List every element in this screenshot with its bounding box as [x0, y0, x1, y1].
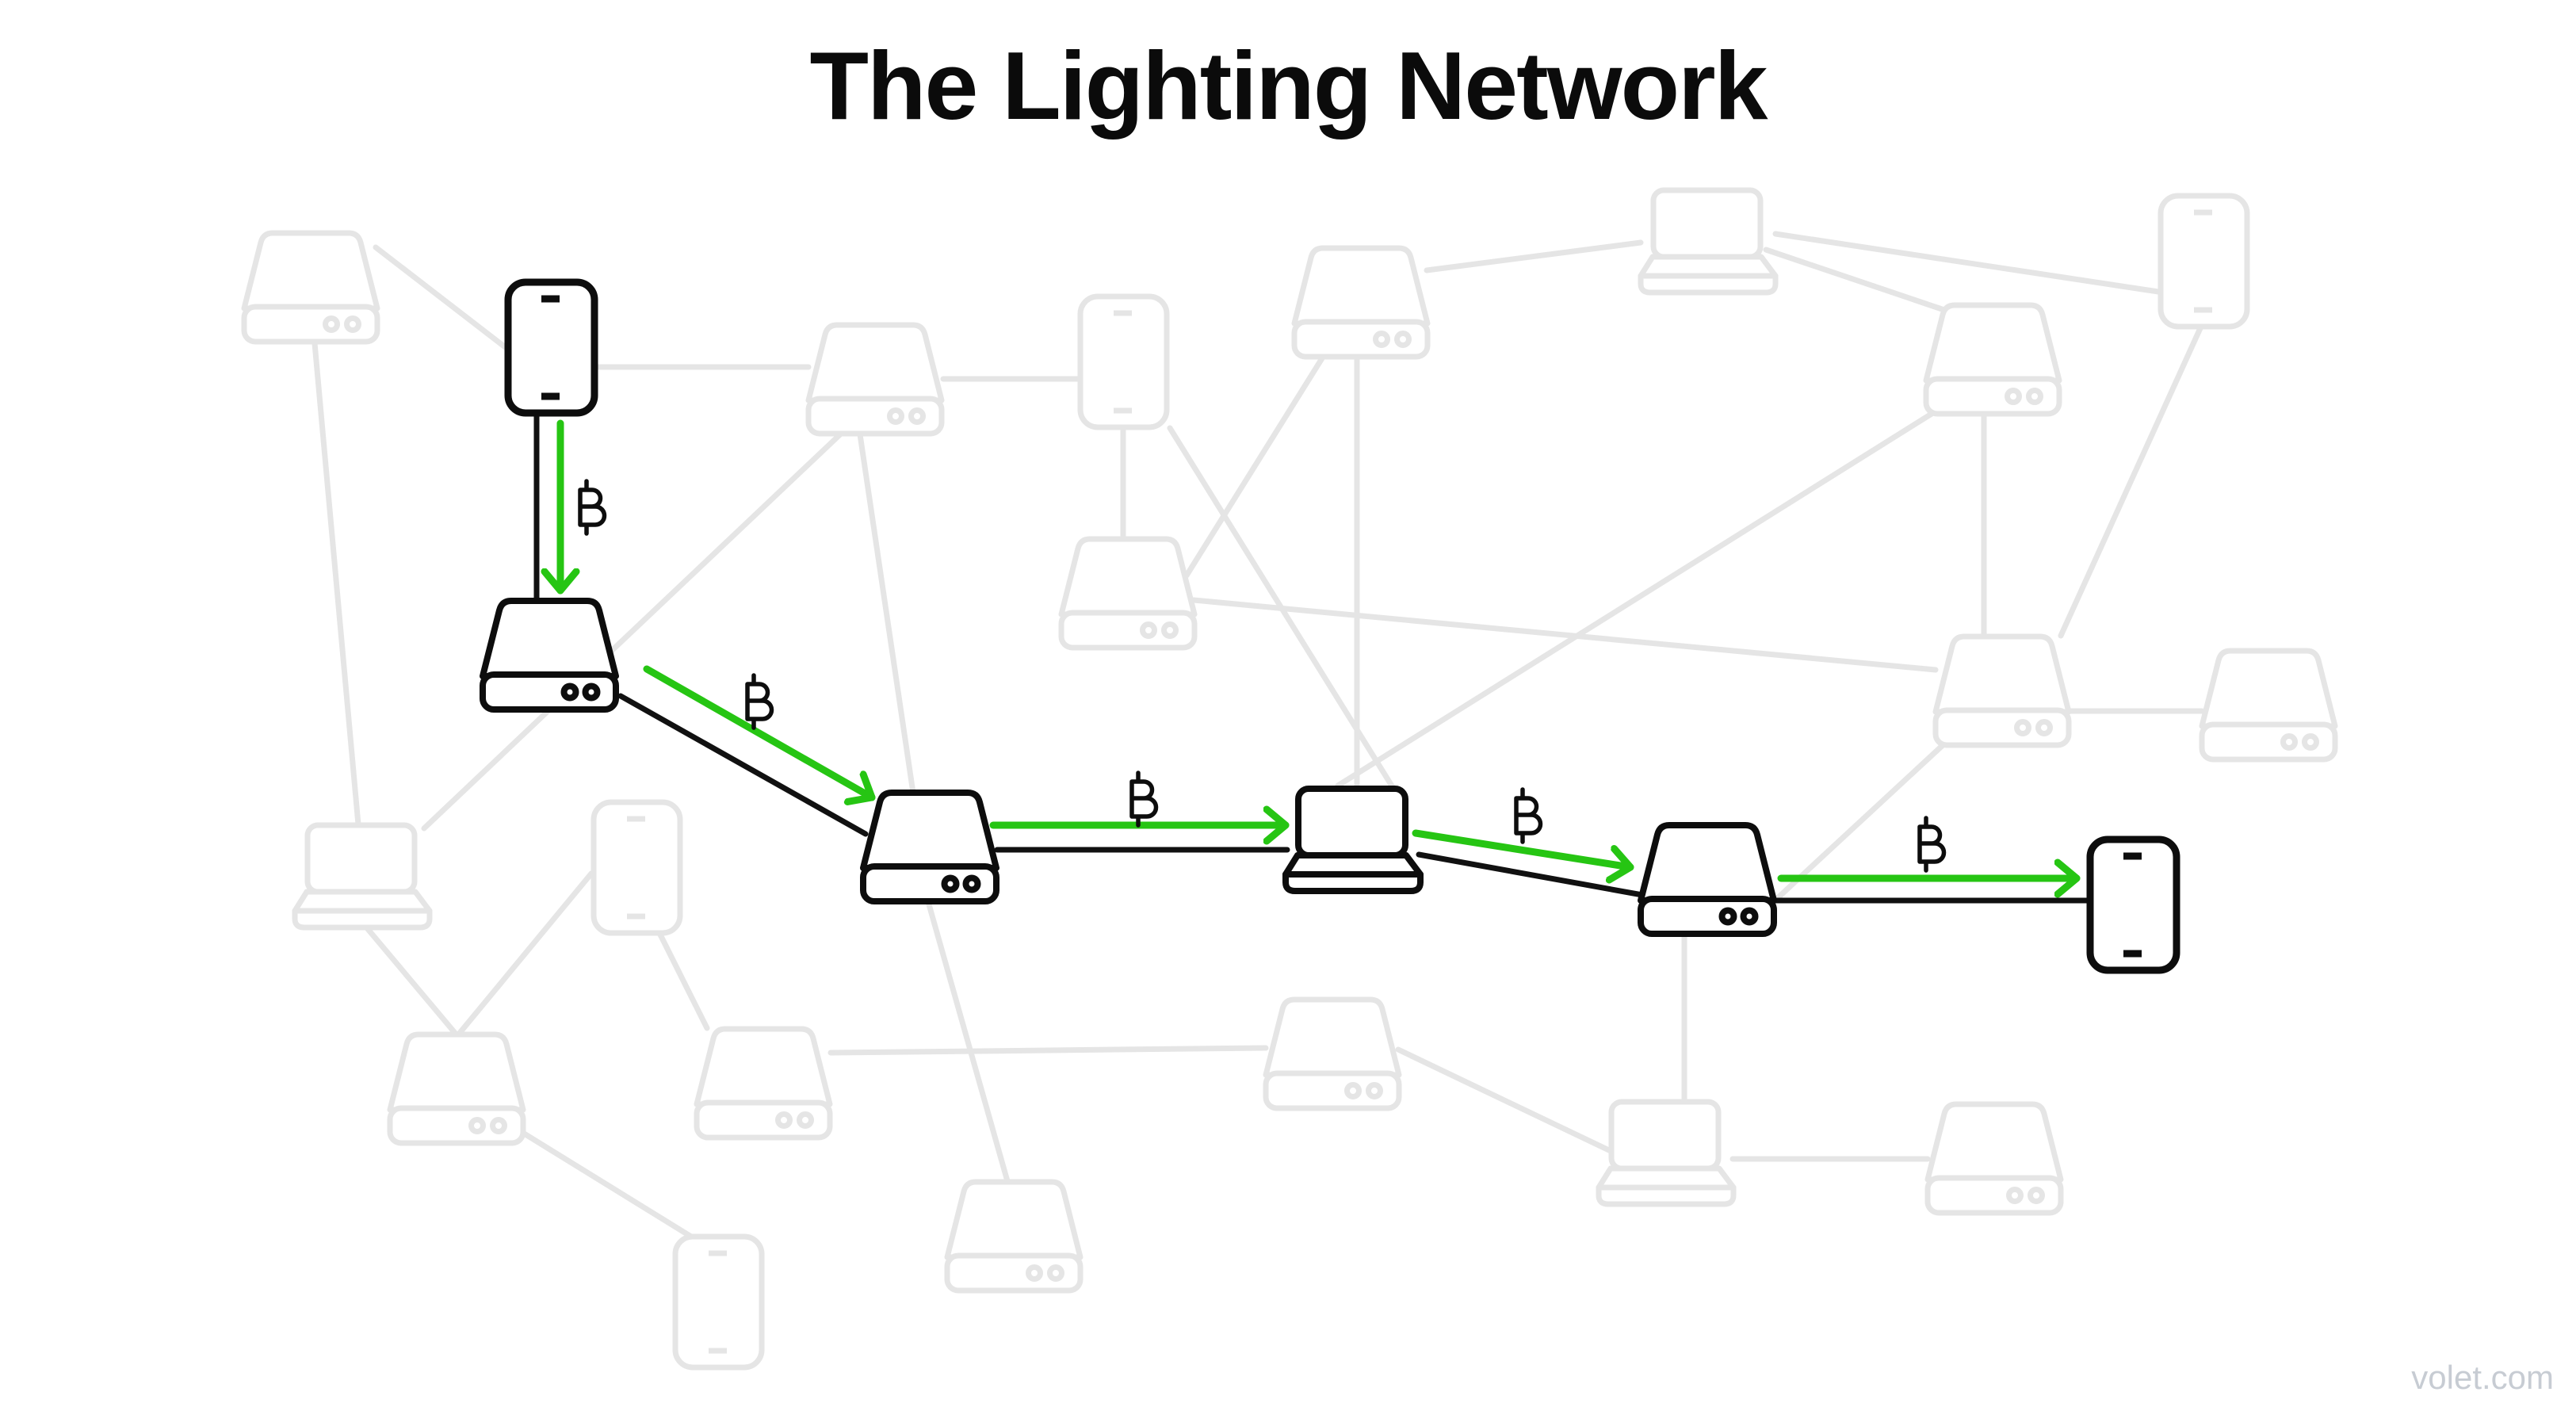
bitcoin-symbol-icon [745, 673, 774, 730]
network-node-icon [697, 1029, 830, 1138]
phone-icon [675, 1237, 762, 1367]
phone-icon [2161, 196, 2247, 327]
network-link [1395, 1046, 1615, 1155]
network-link [1335, 411, 1935, 789]
network-node-icon [1294, 248, 1428, 357]
network-link [421, 431, 843, 832]
network-link [518, 1129, 694, 1240]
network-link [1191, 597, 1939, 673]
network-node-icon [244, 233, 377, 342]
network-node-icon [2202, 651, 2335, 759]
sender-phone-icon [508, 282, 594, 413]
laptop-icon [1641, 190, 1775, 293]
watermark: volet.com [2411, 1359, 2554, 1396]
background-links [311, 231, 2205, 1240]
hop-fee-symbols [578, 479, 1947, 873]
relay-node-icon [1641, 825, 1774, 934]
network-node-icon [1926, 305, 2059, 414]
relay-node-icon [863, 793, 996, 901]
bitcoin-symbol-icon [1917, 816, 1947, 873]
network-link [827, 1045, 1269, 1056]
phone-icon [1080, 296, 1167, 427]
laptop-icon [1599, 1102, 1733, 1204]
network-link [1424, 239, 1644, 273]
network-link [655, 927, 710, 1031]
network-link [1763, 247, 1945, 312]
channel-line [1416, 851, 1645, 898]
network-link [373, 244, 510, 352]
network-link [2058, 325, 2203, 639]
relay-laptop-icon [1286, 789, 1420, 891]
payment-channels [533, 411, 2093, 904]
payment-arrows [560, 419, 2081, 878]
network-link [926, 901, 1011, 1184]
network-node-icon [1061, 539, 1194, 648]
network-node-icon [808, 325, 942, 434]
channel-line [617, 693, 869, 837]
network-node-icon [1266, 1000, 1399, 1108]
phone-icon [594, 802, 680, 933]
network-link [457, 870, 594, 1036]
payment-route [483, 282, 2177, 970]
network-node-icon [390, 1034, 523, 1143]
bitcoin-symbol-icon [1129, 771, 1159, 828]
laptop-icon [295, 825, 430, 927]
network-link [365, 926, 458, 1036]
page-title: The Lighting Network [809, 32, 1768, 140]
network-link [311, 340, 361, 828]
network-node-icon [947, 1182, 1080, 1291]
receiver-phone-icon [2090, 839, 2177, 970]
payment-arrow [1412, 829, 1634, 867]
network-link [857, 431, 916, 796]
bitcoin-symbol-icon [578, 479, 607, 536]
payment-arrow [643, 665, 876, 797]
bitcoin-symbol-icon [1514, 787, 1543, 844]
network-node-icon [1928, 1104, 2061, 1213]
network-node-icon [1936, 637, 2069, 745]
network-link [1183, 355, 1325, 579]
payment-nodes [483, 282, 2177, 970]
relay-node-icon [483, 601, 616, 709]
network-link [1772, 231, 2161, 295]
